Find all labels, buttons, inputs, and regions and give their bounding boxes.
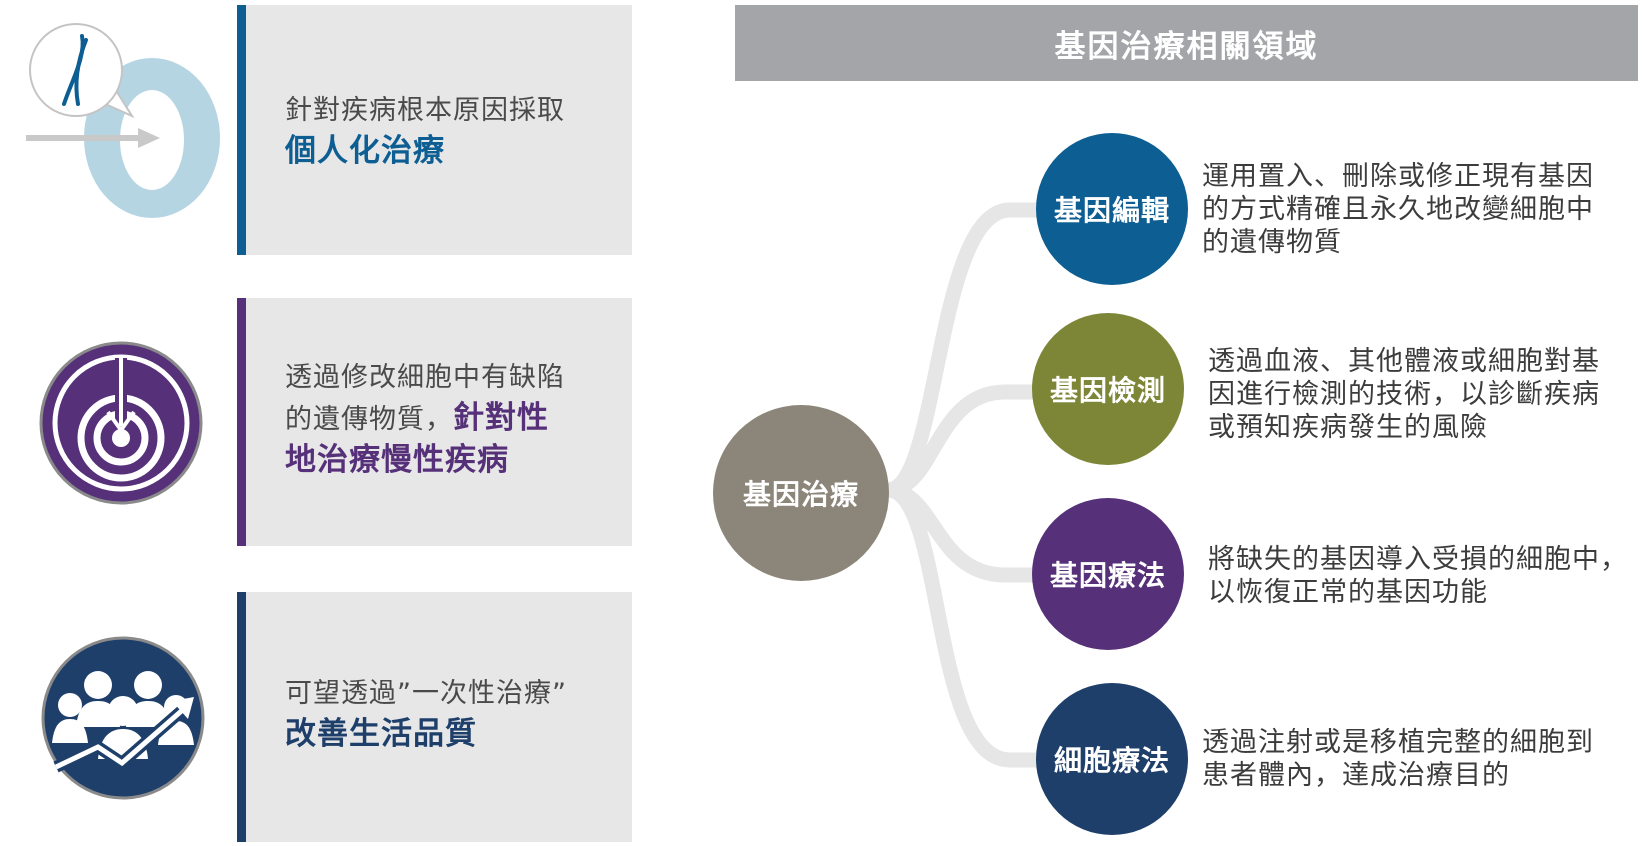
desc-line: 透過注射或是移植完整的細胞到 xyxy=(1202,727,1594,758)
node-label: 基因療法 xyxy=(1049,559,1166,592)
panel-highlight: 個人化治療 xyxy=(285,133,445,169)
diagram-title: 基因治療相關領域 xyxy=(735,5,1638,81)
connector-gene-testing xyxy=(880,384,1058,498)
panel-line: 透過修改細胞中有缺陷 xyxy=(285,362,565,393)
desc-line: 或預知疾病發生的風險 xyxy=(1208,412,1488,443)
connector-gene-editing xyxy=(880,202,1063,498)
desc-line: 透過血液、其他體液或細胞對基 xyxy=(1208,346,1600,377)
targeted-treatment-panel: 透過修改細胞中有缺陷 的遺傳物質，針對性 地治療慢性疾病 xyxy=(237,298,632,546)
node-description-gene-therapy: 將缺失的基因導入受損的細胞中， 以恢復正常的基因功能 xyxy=(1208,543,1628,609)
panel-text: 可望透過”一次性治療” 改善生活品質 xyxy=(285,674,567,754)
desc-line: 患者體內，達成治療目的 xyxy=(1202,760,1510,791)
node-description-cell-therapy: 透過注射或是移植完整的細胞到 患者體內，達成治療目的 xyxy=(1202,726,1594,792)
node-gene-editing: 基因編輯 xyxy=(1036,133,1188,285)
node-gene-therapy: 基因療法 xyxy=(1032,498,1184,650)
panel-text: 透過修改細胞中有缺陷 的遺傳物質，針對性 地治療慢性疾病 xyxy=(285,358,565,480)
node-description-gene-editing: 運用置入、刪除或修正現有基因 的方式精確且永久地改變細胞中 的遺傳物質 xyxy=(1202,160,1594,259)
target-icon xyxy=(39,341,203,505)
people-growth-icon xyxy=(41,636,205,800)
panel-highlight: 改善生活品質 xyxy=(285,716,477,752)
panel-text: 針對疾病根本原因採取 個人化治療 xyxy=(285,91,565,171)
panel-accent-bar xyxy=(237,298,246,546)
center-node-label: 基因治療 xyxy=(742,478,859,511)
node-cell-therapy: 細胞療法 xyxy=(1036,683,1188,835)
panel-accent-bar xyxy=(237,592,246,842)
panel-highlight: 針對性 xyxy=(453,400,549,436)
desc-line: 運用置入、刪除或修正現有基因 xyxy=(1202,161,1594,192)
desc-line: 將缺失的基因導入受損的細胞中， xyxy=(1208,544,1628,575)
desc-line: 的遺傳物質 xyxy=(1202,227,1342,258)
desc-line: 因進行檢測的技術，以診斷疾病 xyxy=(1208,379,1600,410)
panel-line: 針對疾病根本原因採取 xyxy=(285,95,565,126)
personalized-treatment-panel: 針對疾病根本原因採取 個人化治療 xyxy=(237,5,632,255)
desc-line: 以恢復正常的基因功能 xyxy=(1208,577,1488,608)
chromosome-cell-icon xyxy=(26,23,220,218)
node-label: 基因編輯 xyxy=(1053,194,1170,227)
panel-highlight: 地治療慢性疾病 xyxy=(285,442,509,478)
panel-line: 的遺傳物質，針對性 xyxy=(285,398,565,440)
panel-accent-bar xyxy=(237,5,246,255)
connector-cell-therapy xyxy=(880,482,1063,768)
quality-of-life-panel: 可望透過”一次性治療” 改善生活品質 xyxy=(237,592,632,842)
node-description-gene-testing: 透過血液、其他體液或細胞對基 因進行檢測的技術，以診斷疾病 或預知疾病發生的風險 xyxy=(1208,345,1600,444)
node-gene-testing: 基因檢測 xyxy=(1032,313,1184,465)
panel-line: 可望透過”一次性治療” xyxy=(285,678,567,709)
center-node-gene-therapy: 基因治療 xyxy=(713,405,889,581)
node-label: 細胞療法 xyxy=(1053,744,1170,777)
node-label: 基因檢測 xyxy=(1049,374,1166,407)
panel-line-plain: 的遺傳物質， xyxy=(285,404,453,435)
desc-line: 的方式精確且永久地改變細胞中 xyxy=(1202,194,1594,225)
